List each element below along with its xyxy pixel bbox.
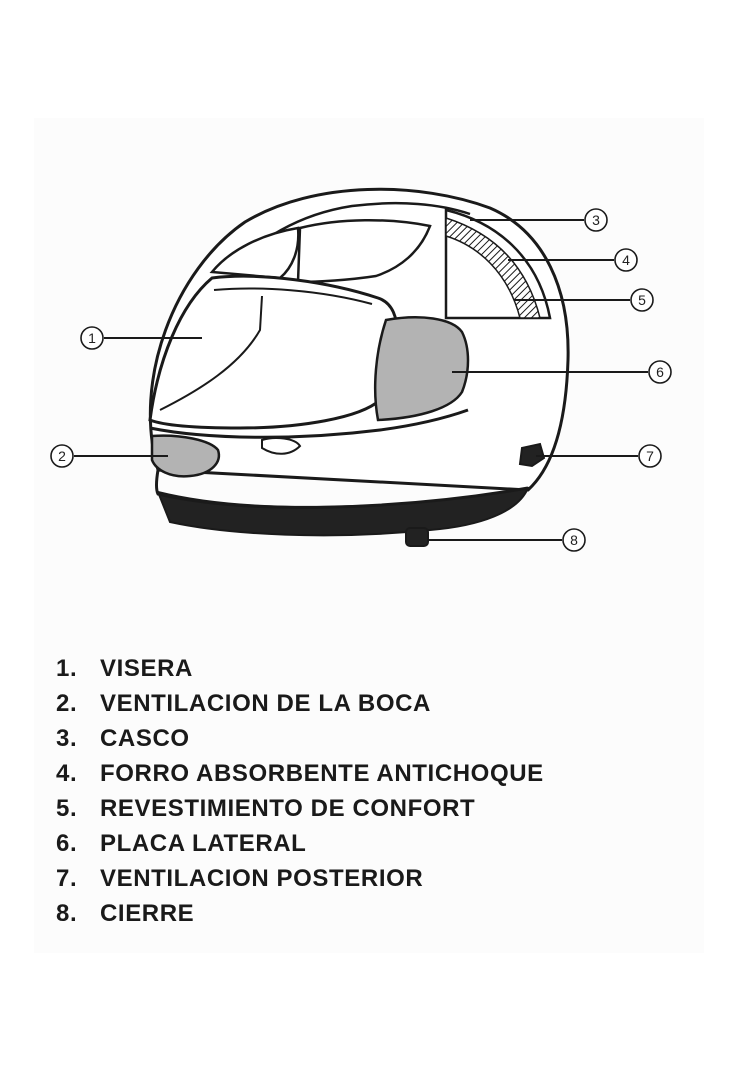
legend-number: 2. [56,690,78,717]
legend-label: REVESTIMIENTO DE CONFORT [100,795,476,822]
eye-port-edge [149,408,469,439]
legend-item: 8. CIERRE [56,896,544,931]
legend-label: VISERA [100,655,193,682]
callout-8: 8 [562,528,586,552]
callout-number: 2 [58,448,66,464]
callout-6: 6 [648,360,672,384]
helmet-diagram: 1 2 3 4 5 6 7 8 [50,187,672,552]
callout-circle [630,288,654,312]
callout-number: 8 [570,532,578,548]
legend-label: VENTILACION POSTERIOR [100,865,424,892]
legend-label: CIERRE [100,900,195,927]
callout-number: 5 [638,292,646,308]
callout-number: 7 [646,448,654,464]
callout-number: 4 [622,252,630,268]
callout-circle [50,444,74,468]
legend-label: PLACA LATERAL [100,830,307,857]
callout-5: 5 [630,288,654,312]
legend-number: 8. [56,900,78,927]
callout-circle [584,208,608,232]
legend-number: 6. [56,830,78,857]
callout-circle [648,360,672,384]
legend-label: CASCO [100,725,190,752]
callout-3: 3 [584,208,608,232]
chin-outline [155,469,529,509]
callout-circle [638,444,662,468]
callout-2: 2 [50,444,74,468]
callout-7: 7 [638,444,662,468]
legend-item: 7. VENTILACION POSTERIOR [56,861,544,896]
callout-number: 1 [88,330,96,346]
liner-hatch [445,216,541,319]
callout-number: 3 [592,212,600,228]
callout-circle [80,326,104,350]
brow-vent-right [296,219,432,284]
legend-item: 5. REVESTIMIENTO DE CONFORT [56,791,544,826]
legend-item: 2. VENTILACION DE LA BOCA [56,686,544,721]
legend-number: 3. [56,725,78,752]
closure-strap [405,527,429,547]
mouth-vent [150,434,221,478]
legend-number: 1. [56,655,78,682]
legend-label: FORRO ABSORBENTE ANTICHOQUE [100,760,544,787]
callout-circle [562,528,586,552]
cheek-vent [261,437,302,455]
legend-item: 6. PLACA LATERAL [56,826,544,861]
callout-number: 6 [656,364,664,380]
callout-4: 4 [614,248,638,272]
brow-vent-left [209,226,300,280]
visor-top-line [213,287,373,305]
rear-vent [518,442,546,468]
legend-item: 1. VISERA [56,651,544,686]
legend-number: 7. [56,865,78,892]
side-plate [373,316,470,422]
callout-1: 1 [80,326,104,350]
legend-number: 4. [56,760,78,787]
visor [148,274,399,430]
legend-list: 1. VISERA 2. VENTILACION DE LA BOCA 3. CASC… [56,651,544,931]
legend-number: 5. [56,795,78,822]
callout-circle [614,248,638,272]
legend-label: VENTILACION DE LA BOCA [100,690,431,717]
visor-inner-line [159,295,263,411]
legend-item: 4. FORRO ABSORBENTE ANTICHOQUE [56,756,544,791]
legend-item: 3. CASCO [56,721,544,756]
